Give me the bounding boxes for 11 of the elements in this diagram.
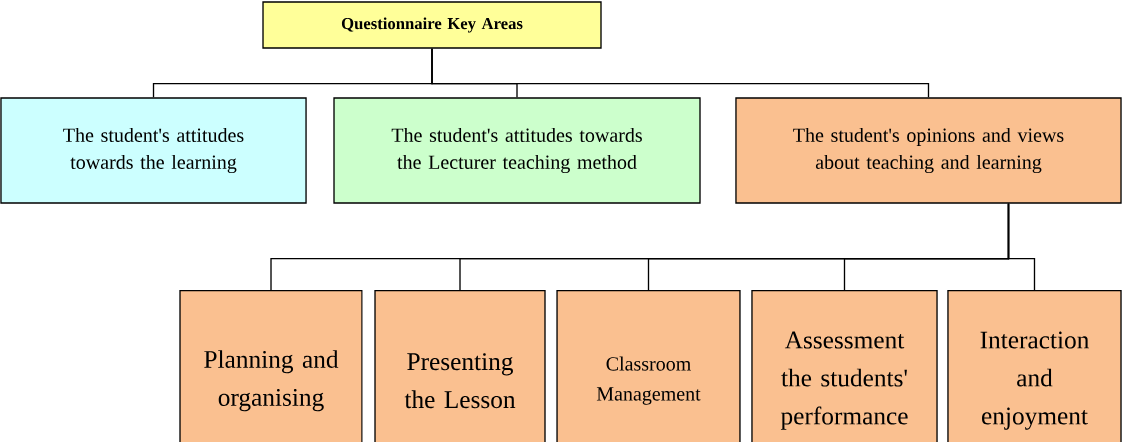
category-box: The student's opinions and views about teaching and learning xyxy=(735,97,1122,204)
topic-box: Interaction and enjoyment xyxy=(947,290,1122,442)
category-box: The student's attitudes towards the Lecturer teaching method xyxy=(333,97,701,204)
topic-box: Classroom Management xyxy=(556,290,741,442)
topic-box: Planning and organising xyxy=(179,290,363,442)
topic-box: Assessment the students' performance xyxy=(751,290,938,442)
category-box: The student's attitudes towards the learning xyxy=(0,97,307,204)
connector-line xyxy=(1007,203,1036,291)
topic-box: Presenting the Lesson xyxy=(374,290,546,442)
connector-line xyxy=(431,48,930,98)
title-box: Questionnaire Key Areas xyxy=(262,1,602,49)
